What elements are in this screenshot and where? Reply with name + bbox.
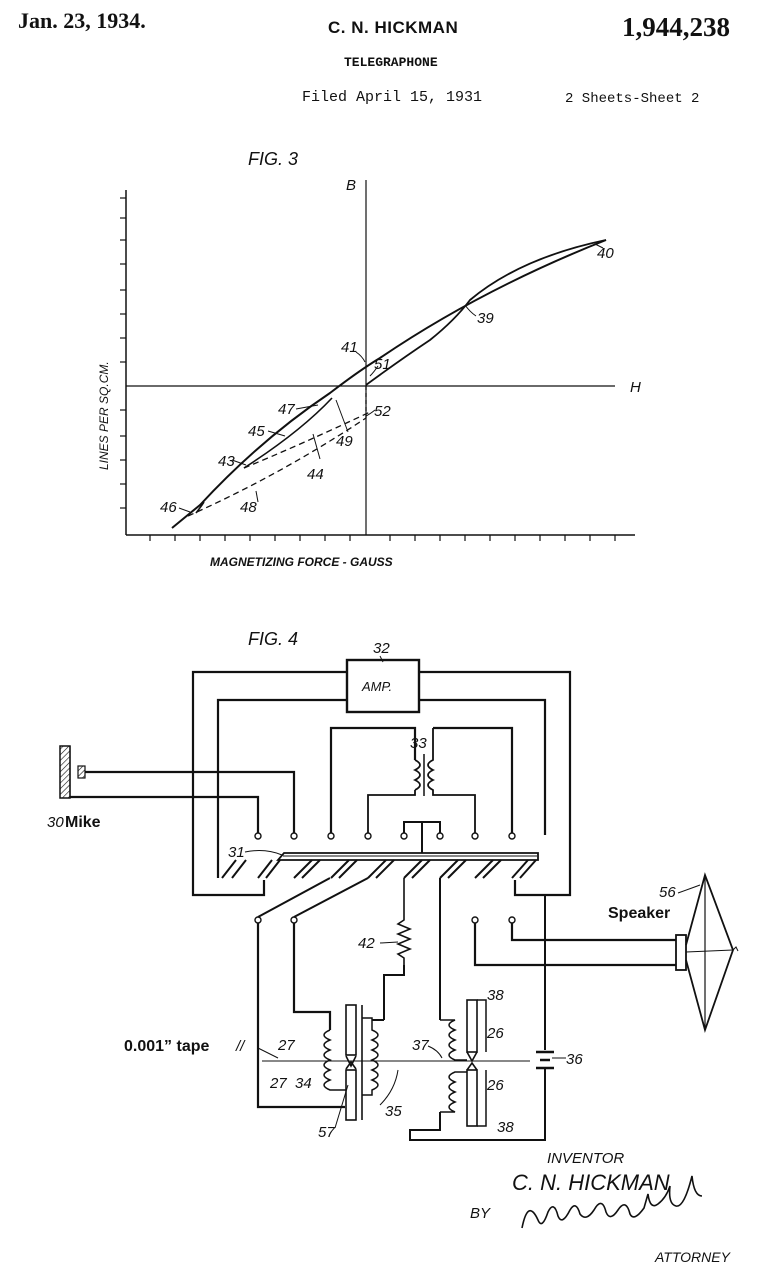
amplifier-box (345, 658, 421, 714)
switch-blades (221, 859, 537, 879)
amp-inner-left-loop (216, 698, 347, 878)
ref-44: 44 (307, 466, 324, 483)
mike-label: Mike (65, 814, 101, 831)
attorney-label: ATTORNEY (654, 1249, 732, 1265)
fig3-leaders (178, 243, 604, 513)
patent-title: TELEGRAPHONE (344, 55, 438, 70)
mike-diaphragm-icon (59, 745, 71, 799)
curve-virgin-39 (365, 239, 607, 386)
amp-outer-left-loop (191, 670, 347, 897)
signature-block: INVENTOR C. N. HICKMAN BY ATTORNEY (470, 1150, 732, 1265)
inventor-caption: INVENTOR (547, 1150, 624, 1167)
h-axis-label: H (630, 379, 641, 396)
by-label: BY (470, 1205, 491, 1222)
ref-39: 39 (477, 310, 494, 327)
figure-3: FIG. 3 (97, 149, 641, 569)
amplifier-label: AMP. (361, 679, 392, 694)
ref-41: 41 (341, 339, 358, 356)
speaker-driver-icon (675, 934, 687, 971)
lower-contacts (254, 916, 516, 924)
ref-56: 56 (659, 884, 676, 901)
ref-38-bottom: 38 (497, 1119, 514, 1136)
ref-38-top: 38 (487, 987, 504, 1004)
x-axis-label: MAGNETIZING FORCE - GAUSS (210, 555, 393, 569)
inventor-name: C. N. HICKMAN (512, 1170, 670, 1195)
figure-4: FIG. 4 AMP. 32 33 30 Mike 31 (47, 629, 739, 1141)
curve-48-dashed (187, 417, 367, 517)
speaker-lead-1 (473, 923, 676, 967)
y-axis-label: LINES PER SQ.CM. (97, 361, 111, 470)
transformer-secondary-lead (433, 726, 514, 834)
fig3-caption: FIG. 3 (248, 149, 298, 169)
curve-44-dashed (243, 411, 371, 469)
ref-27-top: 27 (277, 1037, 295, 1054)
attorney-signature-icon (521, 1175, 703, 1229)
curve-upper-45 (171, 239, 607, 529)
ref-32: 32 (373, 640, 390, 657)
filed-date: Filed April 15, 1931 (302, 89, 483, 106)
curve-46-tip (195, 501, 205, 514)
transformer-primary-lead (329, 726, 417, 834)
speaker-label: Speaker (608, 905, 670, 922)
patent-number: 1,944,238 (622, 12, 730, 42)
y-ticks (120, 197, 126, 509)
x-ticks (149, 535, 616, 541)
ref-33: 33 (410, 735, 427, 752)
patent-date: Jan. 23, 1934. (18, 8, 146, 33)
ref-26-bottom: 26 (486, 1077, 504, 1094)
ref-40: 40 (597, 245, 614, 262)
resistor-42 (395, 878, 413, 965)
ref-30: 30 (47, 814, 64, 831)
ref-43: 43 (218, 453, 235, 470)
ref-46: 46 (160, 499, 177, 516)
ref-37: 37 (412, 1037, 429, 1054)
transformer-primary-coil (367, 759, 421, 834)
amp-outer-right-loop (419, 670, 572, 897)
erase-magnet-37-38 (440, 999, 487, 1127)
ref-48: 48 (240, 499, 257, 516)
battery-36 (536, 895, 554, 1075)
ref-42: 42 (358, 935, 375, 952)
speaker-cone-icon (685, 872, 734, 1034)
fig4-caption: FIG. 4 (248, 629, 298, 649)
switch-bar-31 (276, 852, 539, 861)
ref-51: 51 (374, 356, 391, 373)
ref-11: // (235, 1038, 246, 1055)
ref-47: 47 (278, 401, 295, 418)
ref-26-top: 26 (486, 1025, 504, 1042)
b-axis-label: B (346, 177, 356, 194)
ref-34: 34 (295, 1075, 312, 1092)
ref-49: 49 (336, 433, 353, 450)
ref-57: 57 (318, 1124, 335, 1141)
inventor-header: C. N. HICKMAN (328, 18, 459, 37)
amp-inner-right-loop (419, 698, 547, 835)
upper-contacts (254, 832, 516, 840)
record-magnet-34-35 (323, 1004, 379, 1121)
sheet-count: 2 Sheets-Sheet 2 (565, 91, 700, 107)
mike-button-icon (77, 765, 86, 779)
ref-35: 35 (385, 1103, 402, 1120)
ref-52: 52 (374, 403, 391, 420)
curve-43-47 (243, 397, 333, 469)
transformer-secondary-coil (427, 728, 476, 834)
mike-lead-1 (85, 770, 296, 834)
ref-31: 31 (228, 844, 245, 861)
speaker-lead-2 (510, 923, 676, 942)
record-left-lead (256, 923, 345, 1109)
record-coil-lead (292, 923, 332, 1030)
ref-45: 45 (248, 423, 265, 440)
mike-lead-2 (70, 795, 260, 834)
ref-27-bottom: 27 (269, 1075, 287, 1092)
tape-label: 0.001” tape (124, 1038, 209, 1055)
ref-36: 36 (566, 1051, 583, 1068)
